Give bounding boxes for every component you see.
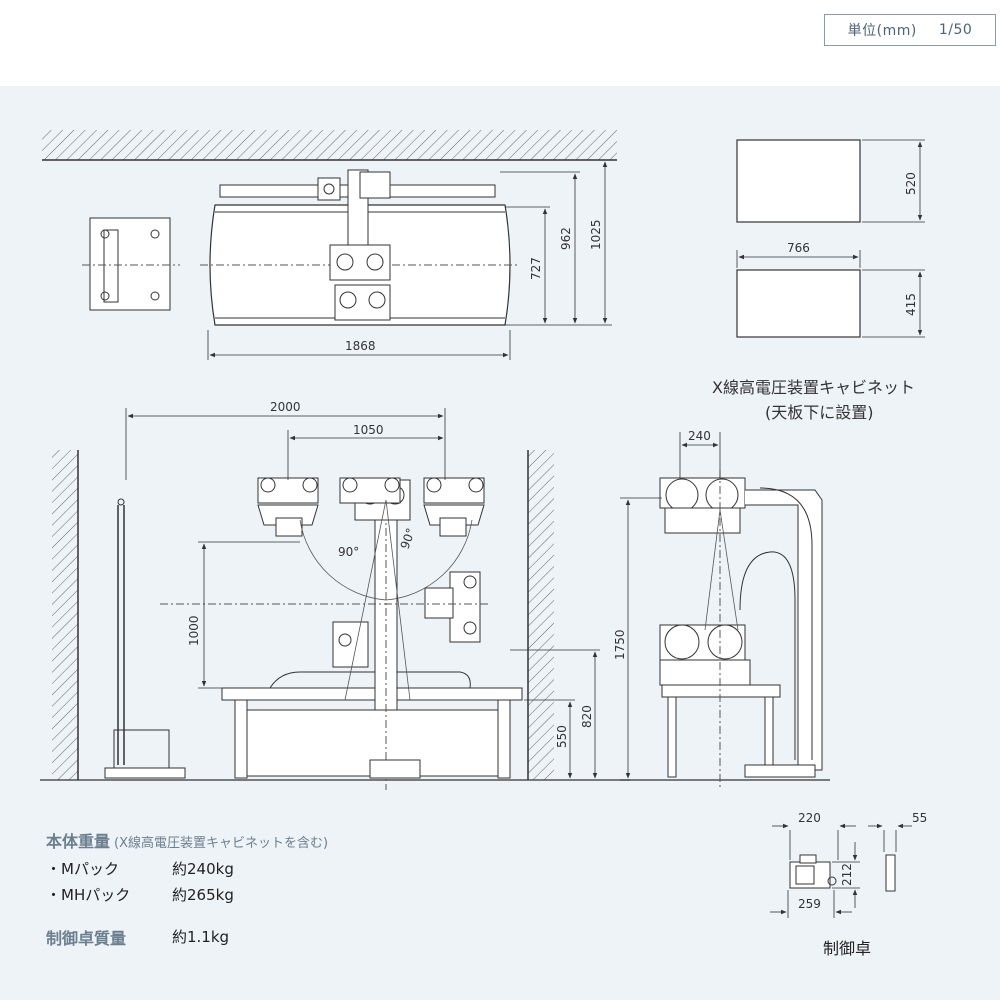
base-plate bbox=[82, 217, 180, 311]
dim-727: 727 bbox=[529, 257, 543, 280]
dim-2000: 2000 bbox=[270, 400, 301, 414]
console-side bbox=[885, 854, 896, 892]
dim-415: 415 bbox=[904, 293, 918, 316]
mh-pack-label: ・MHパック bbox=[46, 886, 131, 904]
cabinet-views: 520 766 415 X線高電圧装置キャビネット (天板下に設置) bbox=[712, 139, 925, 422]
front-view: 90° 90° 2000 1050 1000 550 820 bbox=[40, 400, 630, 790]
unit-label: 単位(mm) bbox=[847, 23, 917, 39]
dim-820: 820 bbox=[580, 705, 594, 728]
detector-head-center bbox=[339, 477, 401, 504]
dim-1868: 1868 bbox=[345, 339, 376, 353]
dim-1750: 1750 bbox=[613, 629, 627, 660]
detector-head-lower bbox=[332, 621, 369, 668]
body-weight-note: (X線高電圧装置キャビネットを含む) bbox=[114, 836, 329, 851]
console-weight-value: 約1.1kg bbox=[172, 928, 230, 946]
table-top bbox=[221, 687, 523, 701]
dim-962: 962 bbox=[559, 227, 573, 250]
mh-pack-value: 約265kg bbox=[172, 886, 234, 904]
dim-240: 240 bbox=[688, 429, 711, 443]
dim-520: 520 bbox=[904, 172, 918, 195]
console-drawing: 220 212 259 55 bbox=[770, 811, 927, 918]
dim-766: 766 bbox=[787, 241, 810, 255]
side-view: 240 1750 bbox=[613, 429, 830, 790]
dim-212: 212 bbox=[840, 863, 854, 886]
detector-head-left bbox=[257, 477, 319, 537]
detector-head-right bbox=[423, 477, 485, 537]
dim-220: 220 bbox=[798, 811, 821, 825]
right-wall-hatch bbox=[528, 450, 554, 780]
m-pack-value: 約240kg bbox=[172, 860, 234, 878]
body-weight-label: 本体重量 bbox=[46, 832, 111, 851]
scale-label: 1/50 bbox=[938, 22, 973, 38]
dim-259: 259 bbox=[798, 897, 821, 911]
dim-550: 550 bbox=[555, 725, 569, 748]
cabinet-caption: X線高電圧装置キャビネット bbox=[712, 378, 915, 397]
dim-1025: 1025 bbox=[589, 219, 603, 250]
angle-right: 90° bbox=[398, 526, 418, 551]
cabinet-front bbox=[736, 269, 861, 338]
scale-box: 単位(mm) 1/50 bbox=[824, 14, 996, 46]
angle-left: 90° bbox=[338, 545, 359, 559]
console-weight-label: 制御卓質量 bbox=[46, 929, 127, 948]
top-view: 1868 727 962 1025 bbox=[42, 130, 617, 360]
dim-55: 55 bbox=[912, 811, 927, 825]
left-wall-hatch bbox=[52, 450, 78, 780]
cabinet-caption-sub: (天板下に設置) bbox=[765, 403, 874, 422]
dim-1050: 1050 bbox=[353, 423, 384, 437]
dim-1000: 1000 bbox=[187, 615, 201, 646]
cabinet-top bbox=[736, 139, 861, 223]
body-weight-title: 本体重量(X線高電圧装置キャビネットを含む) bbox=[46, 828, 328, 852]
iv-stand bbox=[104, 498, 186, 779]
detector-head-side bbox=[424, 571, 481, 643]
ceiling-hatch bbox=[42, 130, 617, 160]
console-label: 制御卓 bbox=[823, 939, 872, 958]
m-pack-label: ・Mパック bbox=[46, 860, 119, 878]
